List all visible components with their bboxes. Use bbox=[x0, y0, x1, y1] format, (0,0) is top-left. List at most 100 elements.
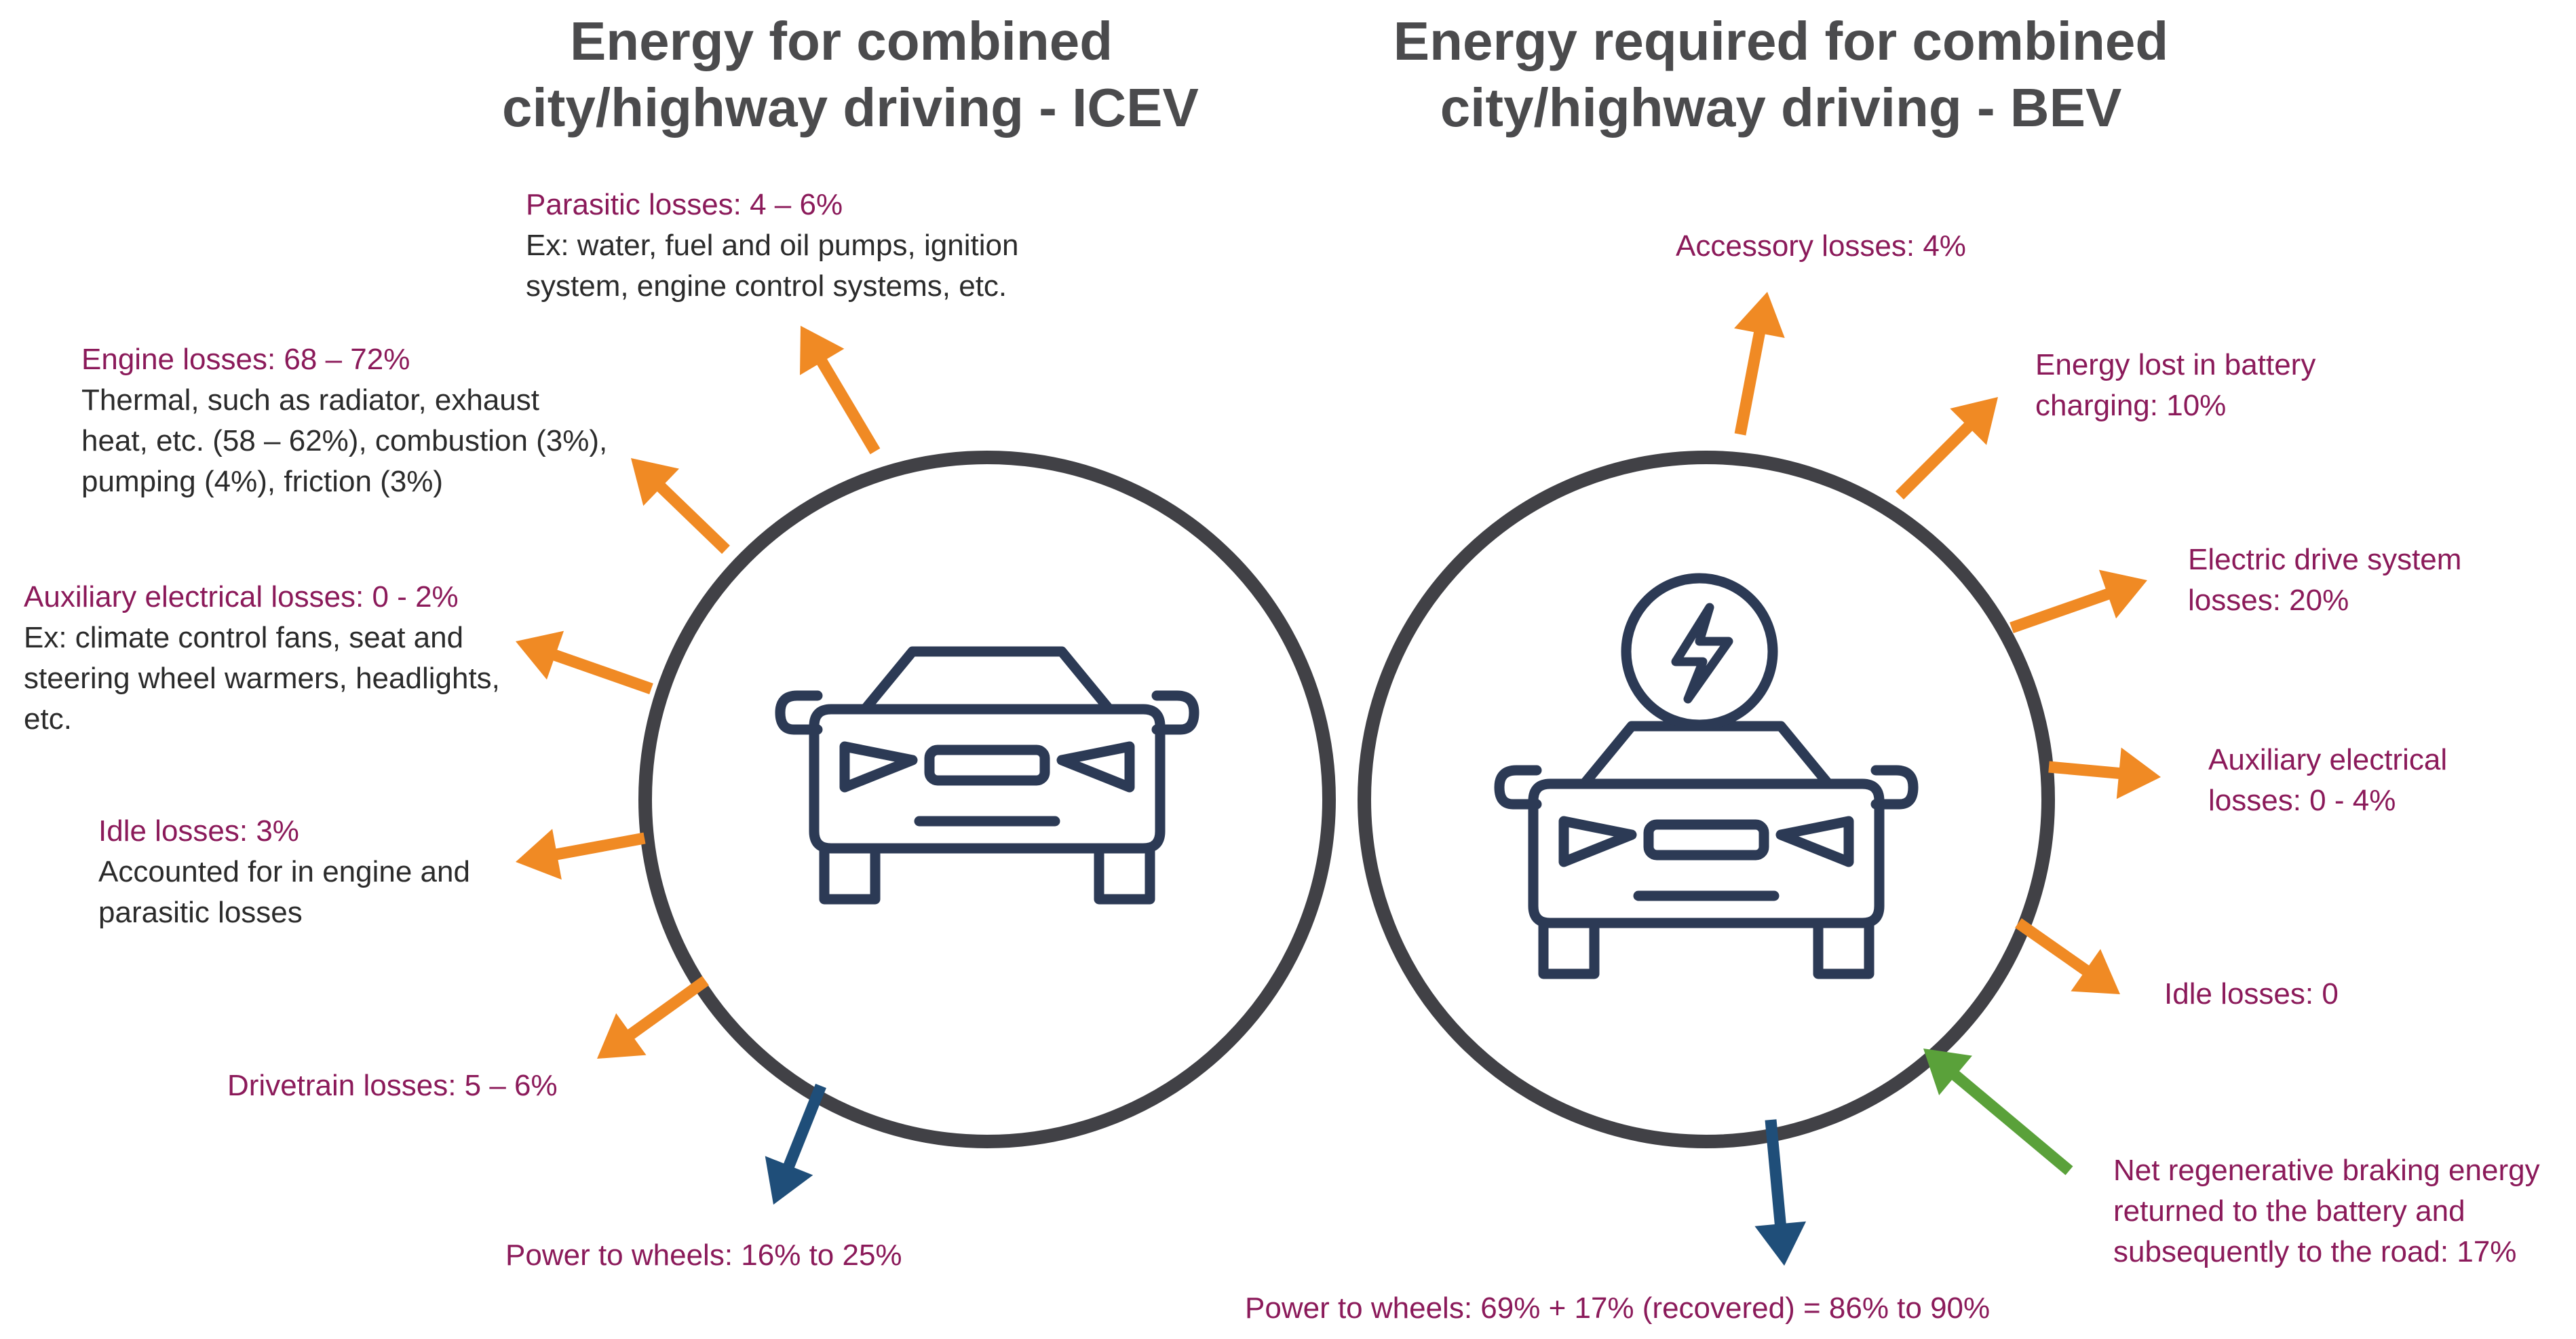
icev-auxiliary-losses-label: Auxiliary electrical losses: 0 - 2% Ex: … bbox=[24, 577, 500, 740]
icev-idle-arrow bbox=[516, 829, 646, 880]
icev-idle-detail-1: Accounted for in engine and bbox=[98, 855, 470, 888]
bev-accessory-heading: Accessory losses: 4% bbox=[1676, 229, 1966, 263]
bev-auxiliary-line-2: losses: 0 - 4% bbox=[2208, 784, 2396, 817]
bev-car-icon-wheel-right bbox=[1813, 918, 1875, 979]
bev-power-to-wheels-label: Power to wheels: 69% + 17% (recovered) =… bbox=[1245, 1288, 1990, 1329]
bev-accessory-arrow-shaft bbox=[1734, 328, 1766, 436]
bev-regen-line-3: subsequently to the road: 17% bbox=[2113, 1235, 2517, 1268]
bev-auxiliary-arrow-head bbox=[2116, 747, 2161, 799]
icev-car-icon-body bbox=[809, 704, 1166, 854]
icev-wheels-heading: Power to wheels: 16% to 25% bbox=[505, 1239, 902, 1272]
icev-car-icon-wheel-left bbox=[819, 843, 881, 905]
icev-auxiliary-arrow-shaft bbox=[550, 648, 653, 695]
bev-drive-arrow-shaft bbox=[2010, 587, 2113, 634]
bev-charging-line-1: Energy lost in battery bbox=[2035, 348, 2316, 381]
icev-title: Energy for combined city/highway driving… bbox=[502, 8, 1199, 141]
bev-auxiliary-line-1: Auxiliary electrical bbox=[2208, 743, 2448, 776]
icev-wheels-arrow bbox=[765, 1083, 826, 1205]
bev-battery-charging-label: Energy lost in battery charging: 10% bbox=[2035, 345, 2315, 426]
bolt-badge-circle bbox=[1621, 573, 1778, 730]
bev-circle bbox=[1358, 451, 2055, 1148]
icev-title-line-2: city/highway driving - ICEV bbox=[502, 77, 1199, 138]
bev-car-icon-wheel-left bbox=[1538, 918, 1600, 979]
icev-engine-detail-3: pumping (4%), friction (3%) bbox=[81, 465, 444, 498]
bev-car-icon-headlight-right bbox=[1775, 816, 1854, 867]
bev-regen-arrow-head bbox=[1923, 1049, 1972, 1095]
icev-parasitic-heading: Parasitic losses: 4 – 6% bbox=[526, 188, 843, 221]
lightning-bolt-icon bbox=[1671, 603, 1733, 704]
bev-car-icon-grille bbox=[1643, 819, 1769, 861]
bev-regen-braking-label: Net regenerative braking energy returned… bbox=[2113, 1150, 2540, 1272]
icev-drivetrain-losses-label: Drivetrain losses: 5 – 6% bbox=[227, 1065, 558, 1106]
bev-auxiliary-losses-label: Auxiliary electrical losses: 0 - 4% bbox=[2208, 740, 2447, 821]
bev-accessory-arrow-head bbox=[1734, 292, 1785, 339]
bev-charging-arrow-shaft bbox=[1895, 419, 1976, 500]
icev-car-icon-windshield bbox=[860, 646, 1115, 715]
icev-engine-arrow-head bbox=[631, 458, 680, 506]
bev-charging-arrow bbox=[1895, 397, 1998, 500]
icev-power-to-wheels-label: Power to wheels: 16% to 25% bbox=[505, 1235, 902, 1276]
icev-drivetrain-arrow bbox=[597, 976, 709, 1059]
bev-accessory-losses-label: Accessory losses: 4% bbox=[1676, 226, 1966, 267]
icev-idle-arrow-shaft bbox=[552, 832, 646, 861]
icev-parasitic-losses-label: Parasitic losses: 4 – 6% Ex: water, fuel… bbox=[526, 185, 1018, 307]
bev-regen-line-2: returned to the battery and bbox=[2113, 1194, 2465, 1228]
icev-car-icon-headlight-left bbox=[839, 741, 918, 793]
icev-parasitic-detail-2: system, engine control systems, etc. bbox=[526, 269, 1007, 303]
icev-engine-detail-1: Thermal, such as radiator, exhaust bbox=[81, 383, 539, 417]
icev-engine-heading: Engine losses: 68 – 72% bbox=[81, 343, 410, 376]
icev-car-icon-grille bbox=[924, 744, 1050, 786]
icev-parasitic-arrow-head bbox=[800, 326, 845, 375]
bev-drive-line-2: losses: 20% bbox=[2188, 584, 2349, 617]
bev-regen-arrow bbox=[1923, 1049, 2073, 1175]
bev-regen-arrow-shaft bbox=[1948, 1068, 2073, 1175]
icev-idle-losses-label: Idle losses: 3% Accounted for in engine … bbox=[98, 811, 470, 933]
bev-idle-heading: Idle losses: 0 bbox=[2164, 977, 2339, 1011]
bev-drive-arrow bbox=[2010, 569, 2147, 634]
bev-electric-drive-label: Electric drive system losses: 20% bbox=[2188, 540, 2461, 621]
icev-engine-arrow bbox=[631, 458, 730, 554]
bev-car-icon-headlight-left bbox=[1558, 816, 1637, 867]
bev-car-icon-body bbox=[1528, 778, 1885, 928]
bev-car-icon-mirror-right bbox=[1870, 765, 1919, 810]
bev-auxiliary-arrow bbox=[2048, 747, 2161, 799]
bev-title-line-2: city/highway driving - BEV bbox=[1440, 77, 2122, 138]
bev-idle-arrow-shaft bbox=[2015, 918, 2092, 977]
bev-charging-line-2: charging: 10% bbox=[2035, 389, 2227, 422]
bev-wheels-heading: Power to wheels: 69% + 17% (recovered) =… bbox=[1245, 1291, 1991, 1325]
icev-engine-detail-2: heat, etc. (58 – 62%), combustion (3%), bbox=[81, 424, 608, 457]
icev-car-icon bbox=[775, 646, 1199, 905]
icev-wheels-arrow-head bbox=[765, 1156, 813, 1205]
icev-drivetrain-arrow-shaft bbox=[624, 976, 709, 1042]
bev-wheels-arrow bbox=[1754, 1119, 1807, 1266]
icev-drivetrain-heading: Drivetrain losses: 5 – 6% bbox=[227, 1069, 558, 1102]
icev-drivetrain-arrow-head bbox=[597, 1013, 647, 1059]
bev-charging-arrow-head bbox=[1950, 397, 1998, 445]
bev-regen-line-1: Net regenerative braking energy bbox=[2113, 1154, 2540, 1187]
bev-idle-arrow-head bbox=[2071, 949, 2120, 994]
bev-wheels-arrow-shaft bbox=[1765, 1119, 1787, 1229]
icev-auxiliary-detail-1: Ex: climate control fans, seat and bbox=[24, 621, 464, 654]
icev-parasitic-arrow bbox=[800, 326, 881, 455]
icev-auxiliary-arrow bbox=[516, 630, 653, 695]
bev-title-line-1: Energy required for combined bbox=[1393, 11, 2169, 71]
bev-idle-arrow bbox=[2015, 918, 2120, 994]
icev-wheels-arrow-shaft bbox=[782, 1083, 826, 1172]
bev-title: Energy required for combined city/highwa… bbox=[1350, 8, 2212, 141]
icev-engine-arrow-shaft bbox=[654, 480, 730, 554]
icev-car-icon-headlight-right bbox=[1056, 741, 1135, 793]
bev-idle-losses-label: Idle losses: 0 bbox=[2164, 974, 2339, 1015]
icev-auxiliary-detail-3: etc. bbox=[24, 702, 72, 736]
icev-car-icon-wheel-right bbox=[1094, 843, 1155, 905]
bev-auxiliary-arrow-shaft bbox=[2048, 761, 2123, 780]
bev-drive-arrow-head bbox=[2098, 569, 2147, 619]
bev-wheels-arrow-head bbox=[1754, 1221, 1807, 1266]
icev-title-line-1: Energy for combined bbox=[569, 11, 1113, 71]
icev-circle bbox=[638, 451, 1336, 1148]
icev-idle-detail-2: parasitic losses bbox=[98, 896, 303, 929]
icev-parasitic-arrow-shaft bbox=[815, 355, 881, 455]
icev-idle-heading: Idle losses: 3% bbox=[98, 814, 299, 848]
icev-car-icon-mirror-left bbox=[775, 690, 823, 735]
